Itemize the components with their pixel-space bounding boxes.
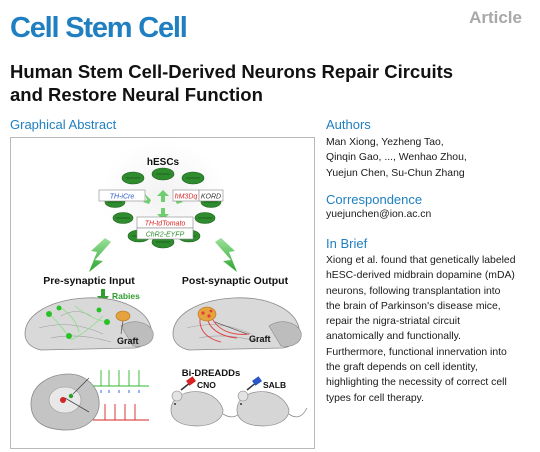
panel-arrows: [89, 238, 237, 272]
chr2-eyfp-box: [136, 227, 194, 240]
journal-name: Cell Stem Cell: [10, 12, 188, 44]
authors-line: Yuejun Chen, Su-Chun Zhang: [326, 167, 465, 179]
graft-right-label: Graft: [249, 334, 271, 344]
in-brief-line: the graft depends on cell identity,: [326, 362, 478, 374]
stim-marks-blue: [100, 390, 140, 393]
title-line-2: and Restore Neural Function: [10, 84, 263, 105]
in-brief-heading: In Brief: [326, 236, 368, 251]
correspondence-email[interactable]: yuejunchen@ion.ac.cn: [326, 209, 432, 220]
authors-list: Man Xiong, Yezheng Tao, Qinqin Gao, ...,…: [326, 135, 467, 181]
th-icre-box: [98, 189, 146, 202]
hm3dq-label: hM3Dq: [175, 194, 198, 201]
mouse-cno: [170, 376, 244, 427]
th-icre-label: TH-iCre: [110, 194, 135, 201]
authors-line: Qinqin Gao, ..., Wenhao Zhou,: [326, 152, 467, 164]
correspondence-heading: Correspondence: [326, 192, 423, 207]
graphical-abstract-figure: hESCs TH-iCre hM3Dq KORD TH-tdTomato ChR…: [10, 137, 315, 449]
input-neurons: [46, 305, 110, 339]
in-brief-line: types for cell therapy.: [326, 392, 424, 404]
graft-right-neurons: [201, 309, 213, 318]
kord-label: KORD: [201, 194, 221, 201]
graft-left-pointer: [120, 320, 124, 335]
title-line-1: Human Stem Cell-Derived Neurons Repair C…: [10, 61, 454, 82]
post-synaptic-label: Post-synaptic Output: [182, 275, 289, 287]
in-brief-line: Xiong et al. found that genetically labe…: [326, 255, 516, 266]
pre-synaptic-label: Pre-synaptic Input: [43, 275, 135, 287]
kord-box: [198, 189, 224, 202]
mouse-salb: [236, 376, 308, 427]
graft-right-pointer: [214, 321, 248, 335]
brain-sagittal-right: [172, 297, 302, 351]
salb-label: SALB: [263, 380, 286, 390]
in-brief-line: repair the nigra-striatal circuit: [326, 316, 460, 328]
brain-sagittal-left: [24, 297, 154, 351]
article-type-label: Article: [469, 8, 522, 27]
authors-line: Man Xiong, Yezheng Tao,: [326, 137, 444, 148]
graft-left-label: Graft: [117, 336, 139, 346]
cno-label: CNO: [197, 380, 216, 390]
hescs-label: hESCs: [147, 157, 180, 168]
graphical-abstract-heading: Graphical Abstract: [10, 117, 117, 132]
spike-trace-red: [93, 404, 149, 421]
graft-right: [197, 306, 217, 322]
in-brief-line: highlighting the necessity of correct ce…: [326, 377, 507, 389]
in-brief-line: the brain of Parkinson's disease mice,: [326, 300, 501, 312]
graft-left: [115, 310, 131, 322]
article-title: Human Stem Cell-Derived Neurons Repair C…: [10, 60, 530, 106]
bi-dreadds-label: Bi-DREADDs: [182, 368, 241, 379]
chr2-eyfp-label: ChR2-EYFP: [146, 232, 185, 239]
in-brief-line: anatomically and functionally.: [326, 331, 461, 343]
in-brief-line: hESC-derived midbrain dopamine (mDA): [326, 270, 515, 282]
authors-heading: Authors: [326, 117, 371, 132]
th-tdtomato-label: TH-tdTomato: [145, 221, 186, 228]
in-brief-text: Xiong et al. found that genetically labe…: [326, 253, 515, 406]
in-brief-line: Furthermore, functional innervation into: [326, 346, 507, 358]
rabies-label: Rabies: [112, 291, 140, 301]
spike-trace-green: [93, 370, 149, 387]
in-brief-line: neurons, following transplantation into: [326, 285, 501, 297]
recording-mouse-head: [30, 373, 100, 431]
